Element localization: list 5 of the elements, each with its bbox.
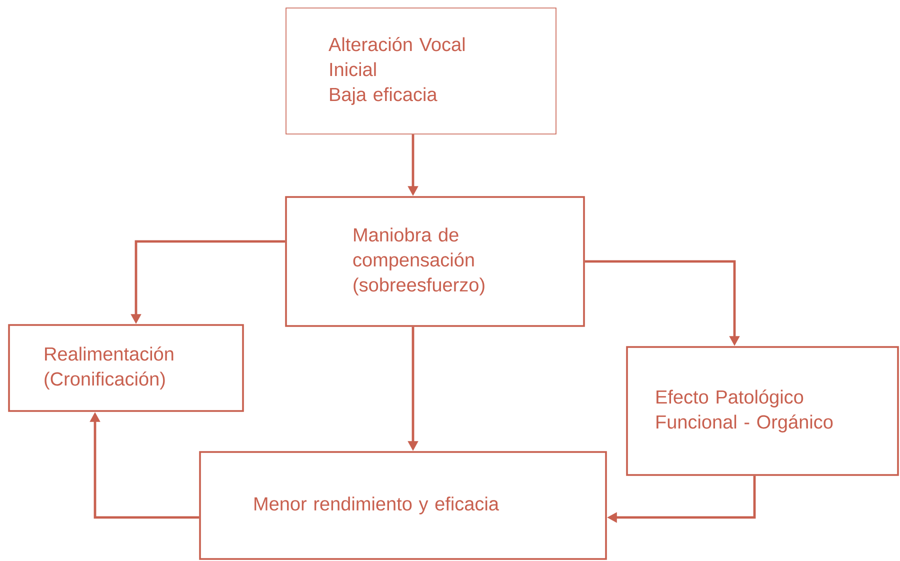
process-box: Alteración Vocal Inicial Baja eficacia <box>286 8 556 134</box>
process-box: Efecto Patológico Funcional - Orgánico <box>626 346 899 476</box>
process-box: Menor rendimiento y eficacia <box>199 451 607 560</box>
process-box: Maniobra de compensación (sobreesfuerzo) <box>285 196 585 327</box>
process-box: Realimentación (Cronificación) <box>8 324 244 412</box>
